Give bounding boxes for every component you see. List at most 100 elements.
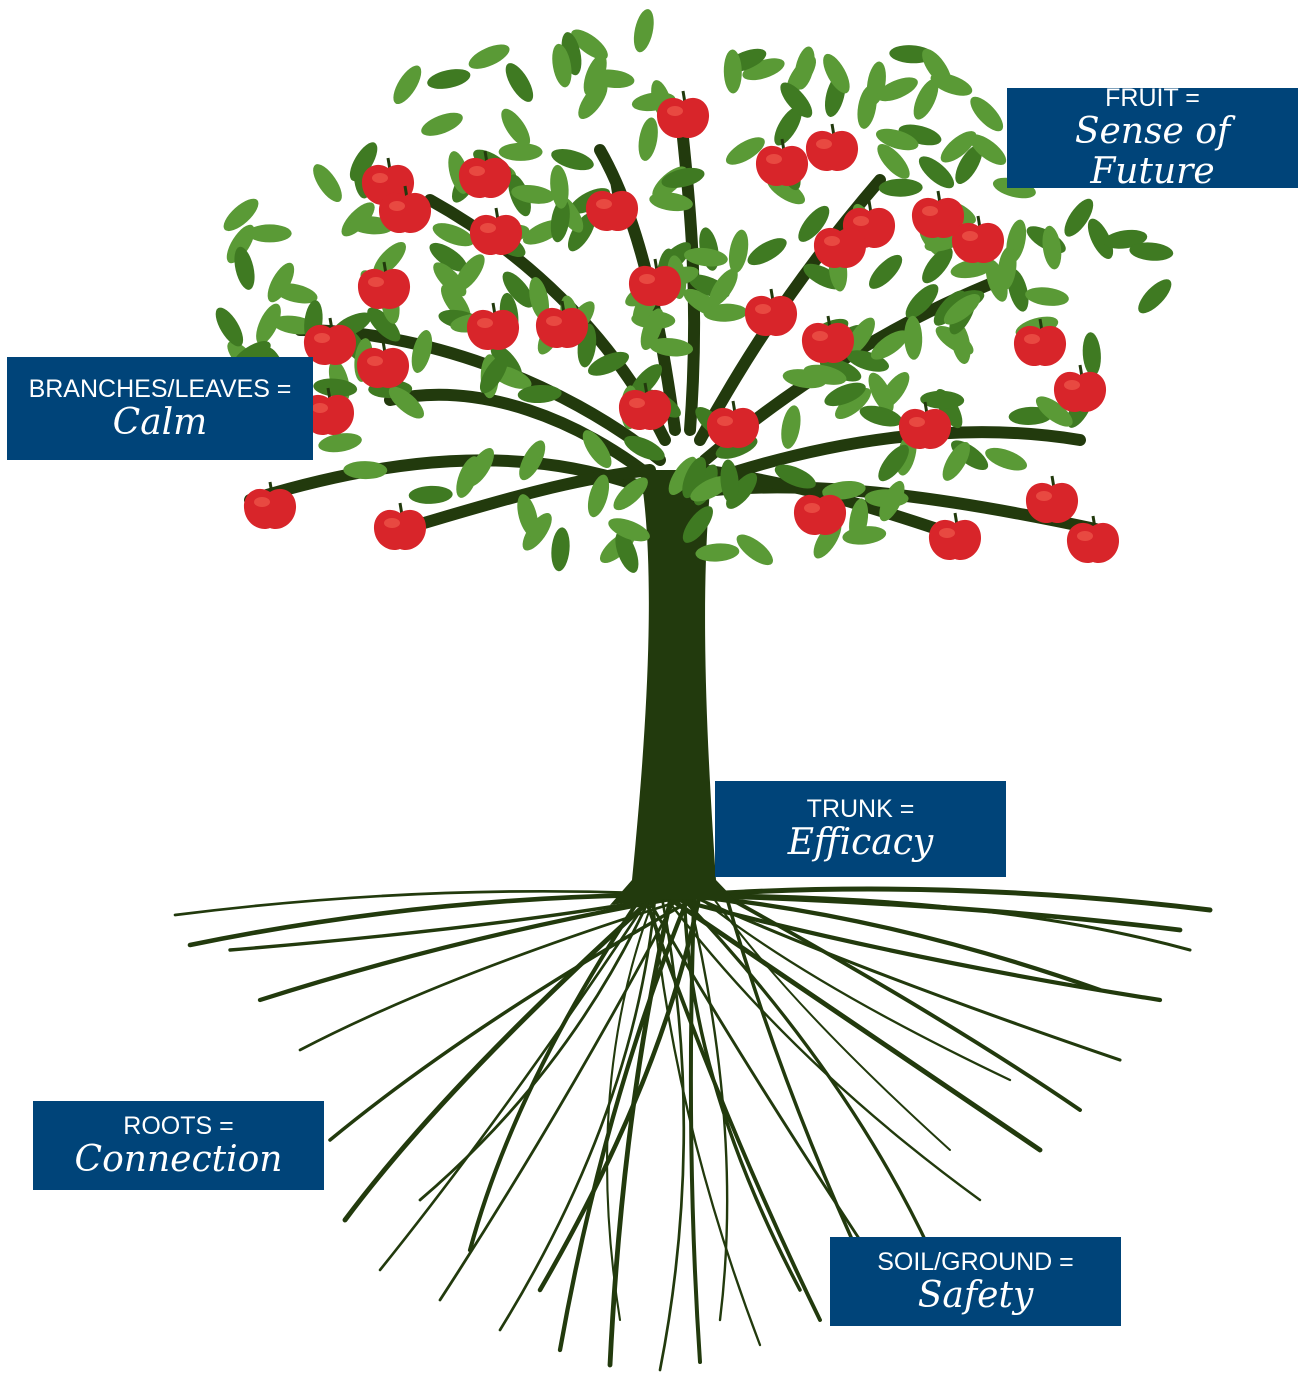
tree-apples <box>243 90 1120 564</box>
apple <box>585 183 639 232</box>
leaf <box>501 108 531 147</box>
leaf <box>774 464 816 489</box>
leaf <box>864 489 909 508</box>
leaf <box>819 358 862 382</box>
trunk-label-meaning: Efficacy <box>787 822 934 863</box>
soil-label-heading: SOIL/GROUND = <box>877 1247 1074 1276</box>
leaf <box>859 405 903 427</box>
leaf <box>587 351 630 376</box>
root-strand <box>657 892 1163 1003</box>
leaf <box>649 337 694 357</box>
root-strand <box>467 892 645 1253</box>
apple <box>535 300 589 349</box>
branch <box>704 426 1086 486</box>
leaf <box>587 474 610 518</box>
trunk-label-heading: TRUNK = <box>806 795 915 823</box>
leaf <box>969 134 1007 165</box>
branches-label-meaning: Calm <box>112 401 208 443</box>
leaf <box>633 9 654 53</box>
apple <box>303 317 357 366</box>
leaf <box>349 142 378 182</box>
apple <box>356 340 410 389</box>
leaf <box>725 137 765 165</box>
leaf <box>857 85 877 129</box>
tree-roots <box>173 886 1213 1372</box>
leaf <box>468 44 510 69</box>
leaf <box>502 271 534 308</box>
leaf <box>624 435 665 461</box>
leaf <box>1082 332 1101 377</box>
root-strand <box>682 893 802 1292</box>
apple <box>1013 318 1067 367</box>
leaf <box>918 156 955 189</box>
leaf <box>511 184 555 204</box>
root-strand <box>688 893 702 1364</box>
leaf <box>875 128 919 151</box>
fruit-label-meaning: Sense of Future <box>1074 111 1231 192</box>
leaf <box>970 96 1004 132</box>
leaf <box>456 456 480 498</box>
branches-label-heading: BRANCHES/LEAVES = <box>28 374 292 403</box>
root-strand <box>658 893 686 1372</box>
branch <box>384 388 661 486</box>
branch <box>394 464 656 536</box>
leaf <box>367 307 401 342</box>
leaf <box>517 384 562 404</box>
leaf <box>940 131 977 163</box>
leaf <box>798 205 830 242</box>
leaf <box>668 456 697 495</box>
leaf <box>1025 287 1069 306</box>
leaf <box>736 534 774 566</box>
leaf <box>215 307 244 347</box>
leaf <box>720 459 739 504</box>
leaf <box>849 498 869 542</box>
leaf <box>429 242 468 272</box>
leaf <box>223 198 259 232</box>
apple <box>951 215 1005 264</box>
leaf <box>780 82 813 118</box>
root-strand <box>418 893 653 1202</box>
apple <box>357 261 411 310</box>
leaf <box>876 77 918 102</box>
apple <box>243 481 297 530</box>
leaf <box>582 430 612 469</box>
leaf <box>905 284 939 319</box>
apple <box>469 207 523 256</box>
root-strand <box>257 892 696 1003</box>
leaf <box>649 192 693 212</box>
leaf <box>723 49 742 94</box>
leaf <box>781 405 801 449</box>
leaf <box>313 378 358 397</box>
leaf <box>868 372 894 414</box>
apple <box>706 400 760 449</box>
leaf <box>821 480 866 500</box>
leaf <box>498 142 543 161</box>
apple <box>813 220 867 269</box>
leaf <box>794 46 815 90</box>
leaf <box>313 164 342 203</box>
leaf <box>703 303 748 322</box>
leaf <box>1129 242 1174 261</box>
leaf <box>709 268 738 307</box>
fruit-label-heading: FRUIT = <box>1105 84 1200 112</box>
leaf <box>256 303 281 345</box>
root-strand <box>498 893 657 1332</box>
leaf <box>695 543 740 562</box>
apple <box>373 502 427 551</box>
leaf <box>1138 279 1172 314</box>
leaf <box>551 149 594 171</box>
leaf <box>583 54 607 96</box>
leaf <box>742 58 785 81</box>
leaf <box>920 390 965 409</box>
leaf <box>388 386 425 419</box>
leaf <box>1087 218 1114 259</box>
branches-label-box: BRANCHES/LEAVES = Calm <box>7 357 313 460</box>
apple <box>793 487 847 536</box>
leaf <box>427 69 471 89</box>
leaf <box>997 246 1017 291</box>
apple <box>801 315 855 364</box>
leaf <box>247 224 292 243</box>
soil-label-box: SOIL/GROUND = Safety <box>830 1237 1121 1326</box>
root-strand <box>557 892 692 1353</box>
leaf <box>913 79 939 120</box>
